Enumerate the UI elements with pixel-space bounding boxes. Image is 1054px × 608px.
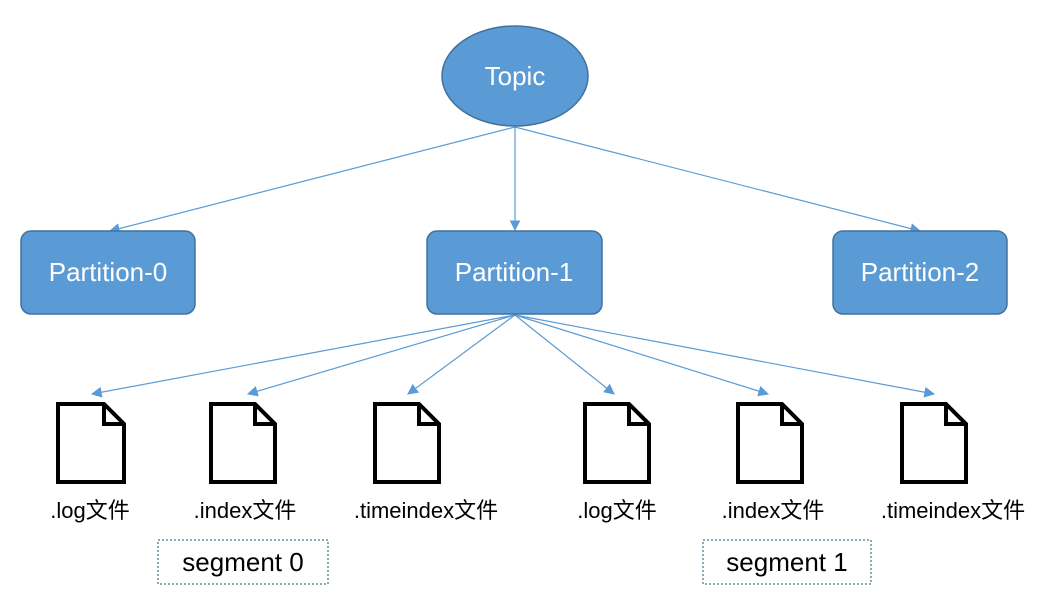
file-label: .timeindex文件 xyxy=(881,498,1025,523)
edge-topic-partition-2 xyxy=(514,126,922,234)
topic-ellipse xyxy=(441,25,589,127)
edge-topic-partition-0 xyxy=(108,126,516,234)
partition-2-label: Partition-2 xyxy=(861,257,980,287)
partition-node-0: Partition-0 xyxy=(20,230,196,315)
file-label: .log文件 xyxy=(577,498,656,523)
document-icon xyxy=(900,402,968,484)
topic-edges xyxy=(108,126,922,234)
edge-partition-1-file-2 xyxy=(246,314,516,397)
file-item-6: .timeindex文件 xyxy=(881,402,1025,523)
edge-partition-1-file-6 xyxy=(514,314,936,398)
document-icon xyxy=(209,402,277,484)
file-label: .timeindex文件 xyxy=(354,498,498,523)
edge-partition-1-file-4 xyxy=(514,314,615,395)
edge-partition-1-file-1 xyxy=(90,314,516,398)
file-item-3: .timeindex文件 xyxy=(354,402,498,523)
partition-1-label: Partition-1 xyxy=(455,257,574,287)
file-item-2: .index文件 xyxy=(194,402,297,523)
document-icon xyxy=(373,402,441,484)
partition-edges xyxy=(90,314,936,398)
segment-1: segment 1 xyxy=(702,539,872,585)
segment-1-label: segment 1 xyxy=(726,547,847,577)
segment-1-box xyxy=(702,539,872,585)
topic-node: Topic xyxy=(441,25,589,127)
segment-0-box xyxy=(157,539,329,585)
document-icon xyxy=(583,402,651,484)
partition-1-box xyxy=(426,230,603,315)
file-label: .index文件 xyxy=(194,498,297,523)
partition-0-label: Partition-0 xyxy=(49,257,168,287)
edge-partition-1-file-5 xyxy=(514,314,770,397)
document-icon xyxy=(736,402,804,484)
segment-0: segment 0 xyxy=(157,539,329,585)
document-icon xyxy=(56,402,126,484)
partition-node-2: Partition-2 xyxy=(832,230,1008,315)
partition-node-1: Partition-1 xyxy=(426,230,603,315)
segment-0-label: segment 0 xyxy=(182,547,303,577)
file-label: .log文件 xyxy=(50,498,129,523)
edge-partition-1-file-3 xyxy=(407,314,516,395)
file-item-5: .index文件 xyxy=(722,402,825,523)
file-label: .index文件 xyxy=(722,498,825,523)
partition-0-box xyxy=(20,230,196,315)
partition-2-box xyxy=(832,230,1008,315)
topic-label: Topic xyxy=(485,61,546,91)
file-item-4: .log文件 xyxy=(577,402,657,523)
file-item-1: .log文件 xyxy=(50,402,130,523)
